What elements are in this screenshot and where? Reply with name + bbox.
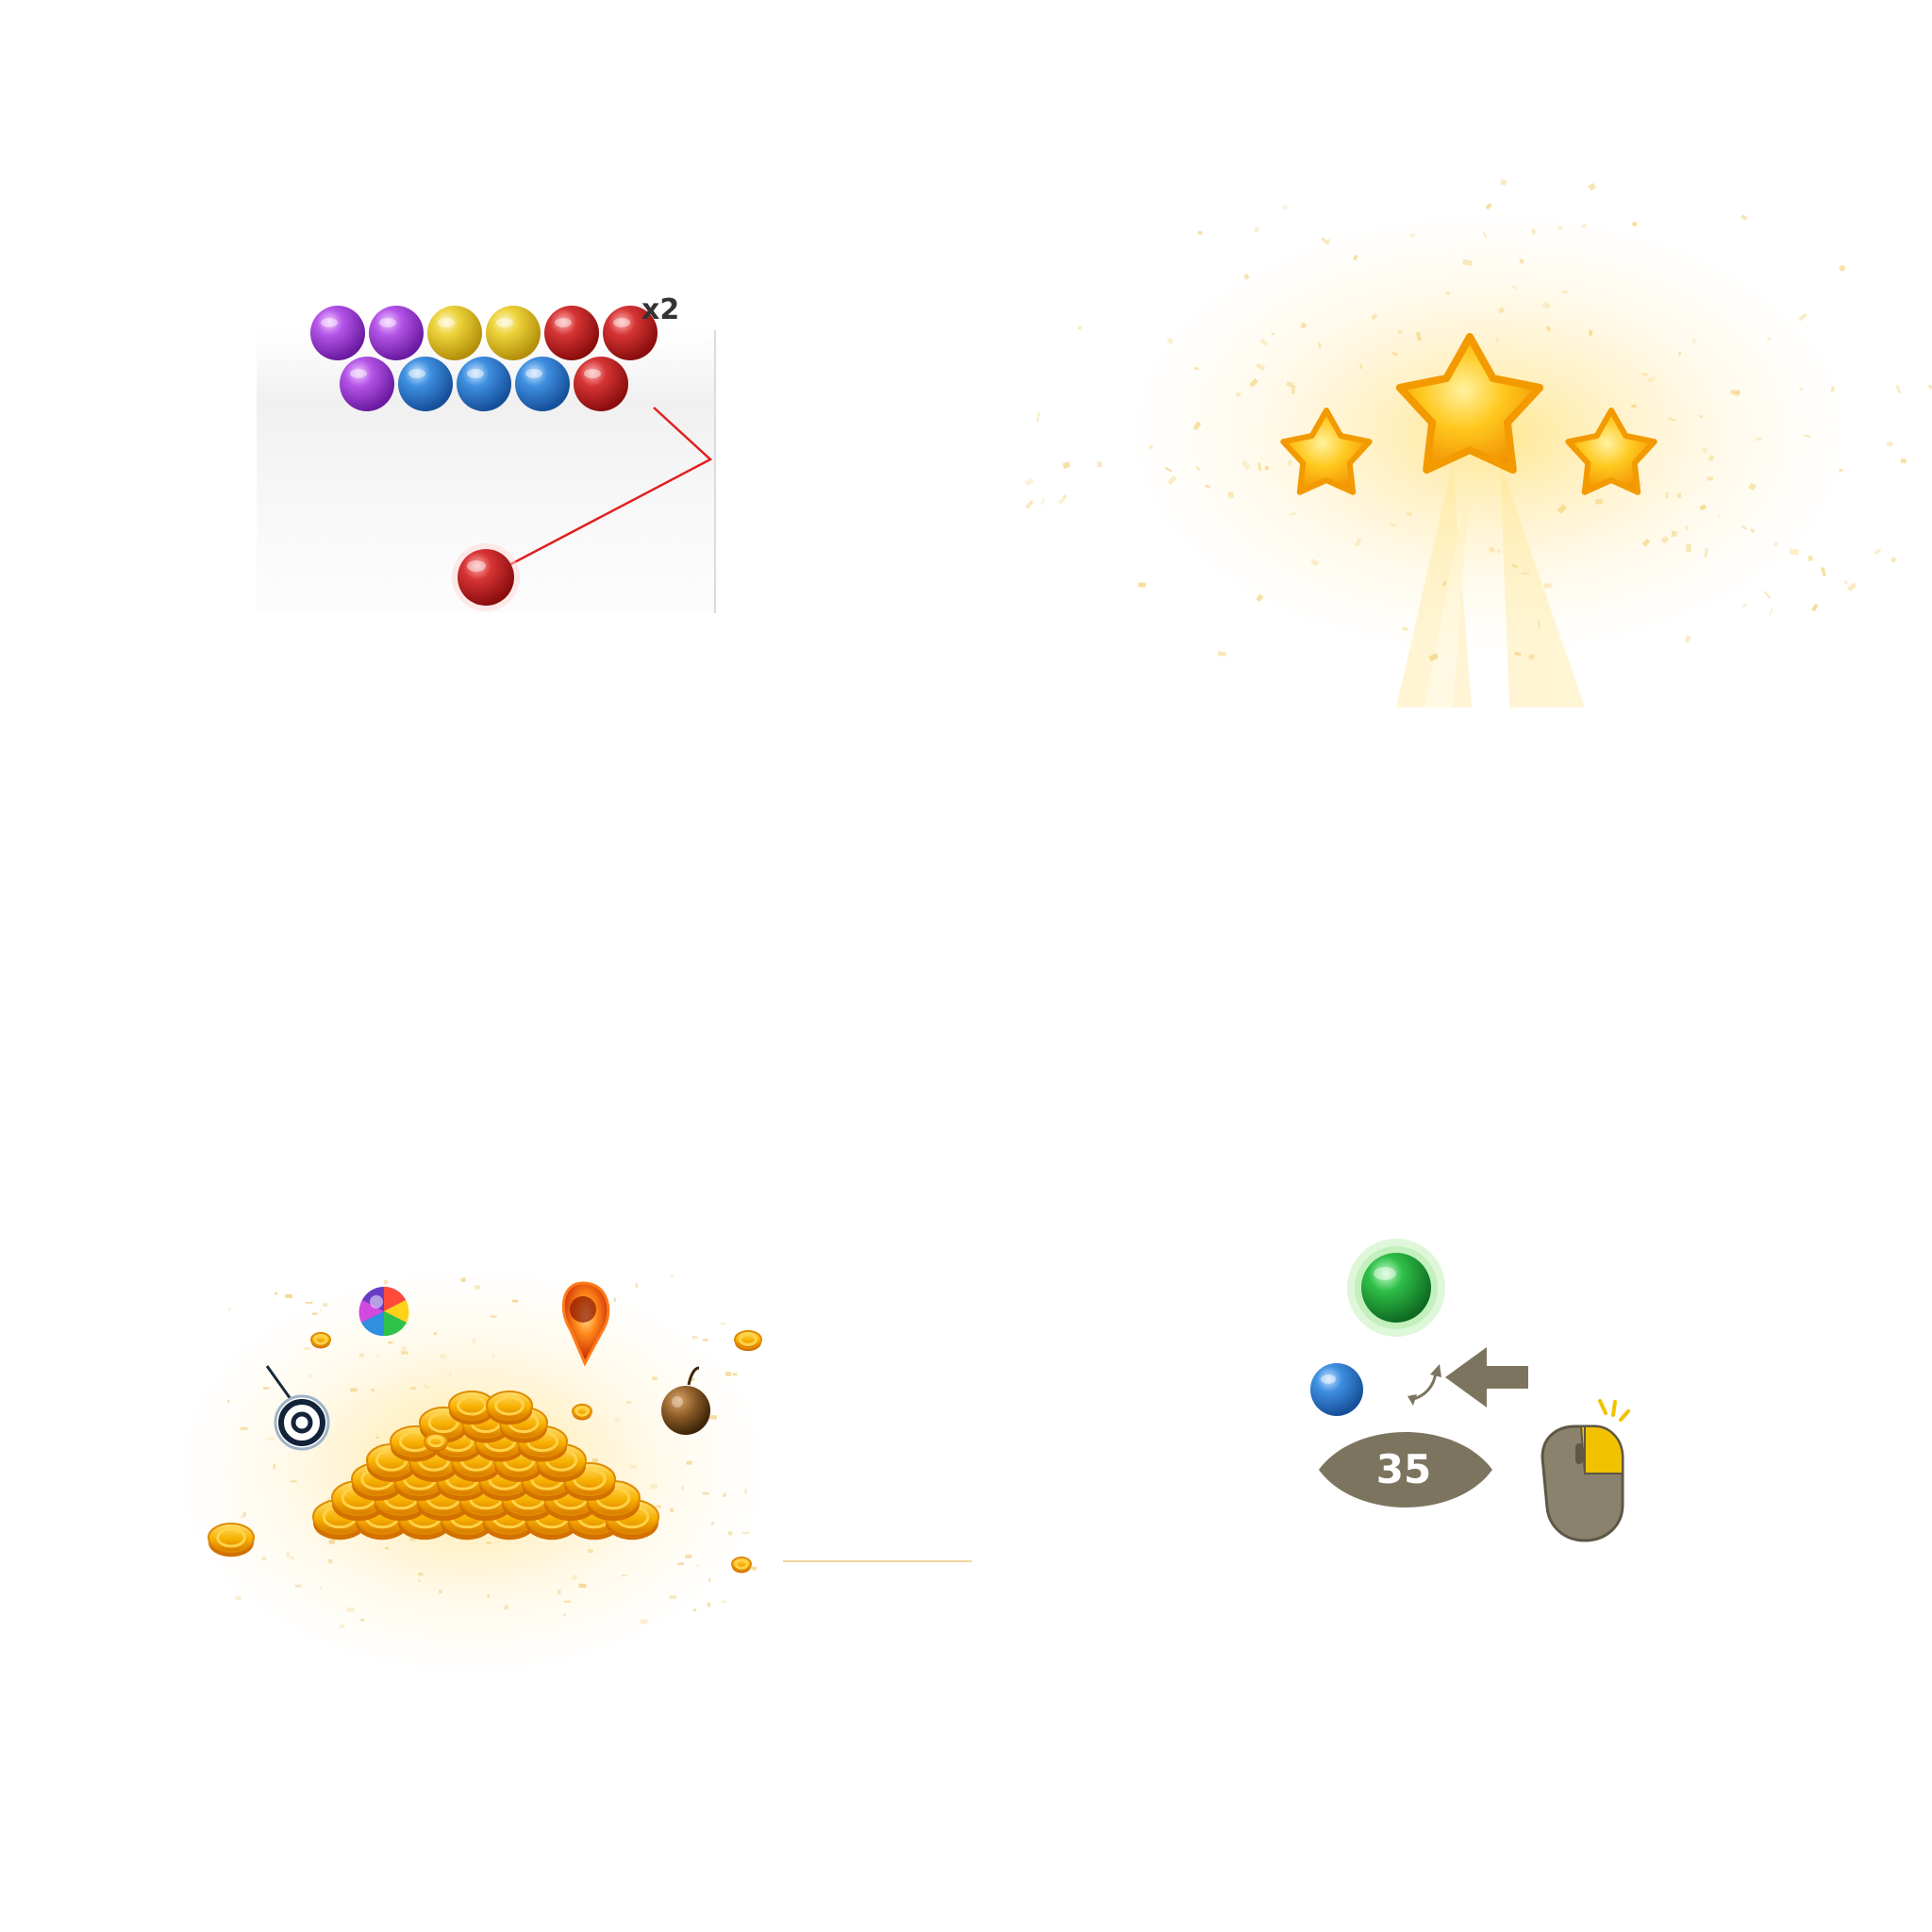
swap-tutorial-panel: 35 bbox=[1302, 1226, 1660, 1566]
coins-reward-panel bbox=[170, 1217, 991, 1689]
bomb-icon bbox=[661, 1366, 710, 1435]
bubble-grid bbox=[310, 306, 658, 411]
coins-illustration bbox=[170, 1264, 972, 1679]
gold-dust bbox=[227, 1274, 757, 1628]
bubble-blue bbox=[515, 357, 570, 411]
star-left-icon bbox=[1280, 408, 1373, 495]
shots-remaining: 35 bbox=[1376, 1446, 1431, 1492]
coin-pile bbox=[312, 1391, 659, 1541]
coin bbox=[731, 1557, 752, 1574]
coin bbox=[486, 1391, 533, 1425]
bubble-red bbox=[603, 306, 658, 360]
swap-icon bbox=[1407, 1364, 1441, 1406]
combo-multiplier-label: x2 bbox=[641, 293, 679, 326]
bubble-red bbox=[544, 306, 599, 360]
bubble-yellow bbox=[427, 306, 482, 360]
bubble-purple bbox=[340, 357, 394, 411]
rainbow-bubble-icon bbox=[358, 1287, 409, 1337]
target-icon bbox=[265, 1365, 330, 1451]
loose-coins bbox=[208, 1330, 762, 1574]
coin bbox=[448, 1391, 495, 1425]
aim-tutorial-panel: x2 bbox=[236, 283, 764, 641]
coin bbox=[734, 1330, 762, 1352]
bubble-blue bbox=[398, 357, 453, 411]
fire-bubble-icon bbox=[561, 1281, 610, 1367]
coin bbox=[424, 1433, 448, 1452]
bubble-red bbox=[574, 357, 628, 411]
bubble-blue bbox=[457, 357, 511, 411]
bubble-yellow bbox=[486, 306, 541, 360]
coin bbox=[572, 1404, 592, 1421]
aim-tutorial-illustration: x2 bbox=[257, 293, 716, 613]
aim-line bbox=[485, 407, 713, 579]
current-bubble bbox=[1347, 1239, 1445, 1337]
next-bubble bbox=[1310, 1363, 1363, 1416]
stars-reward-panel bbox=[1024, 178, 1932, 708]
coin bbox=[310, 1332, 331, 1349]
light-rays bbox=[1396, 462, 1585, 708]
bubble-purple bbox=[369, 306, 424, 360]
sparkles bbox=[1024, 178, 1932, 662]
shooter-bubble bbox=[452, 543, 520, 611]
stars-illustration bbox=[1024, 178, 1932, 708]
swap-illustration: 35 bbox=[1310, 1239, 1630, 1542]
bubble-purple bbox=[310, 306, 365, 360]
coin bbox=[208, 1523, 255, 1557]
star-center-icon bbox=[1395, 333, 1544, 475]
star-right-icon bbox=[1565, 408, 1657, 495]
left-arrow-icon bbox=[1445, 1347, 1528, 1407]
shots-counter: 35 bbox=[1319, 1432, 1492, 1507]
mouse-icon bbox=[1541, 1399, 1630, 1542]
